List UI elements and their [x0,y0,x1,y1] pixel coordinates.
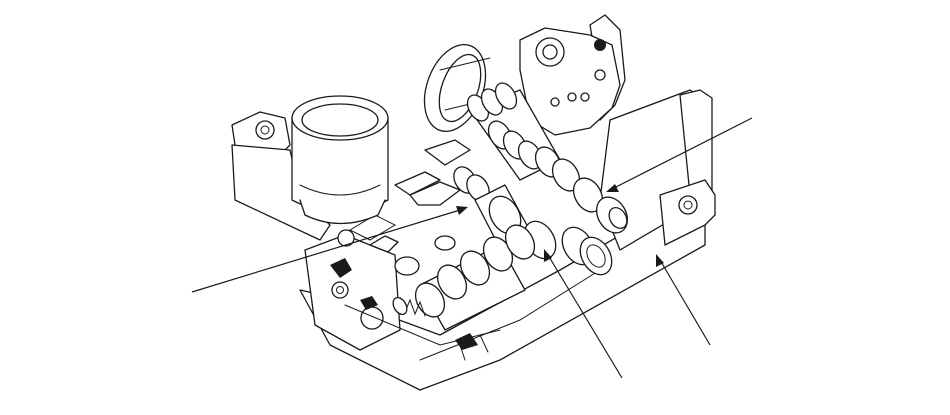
callout-upper-spring [613,117,753,189]
callout-body [659,259,711,346]
upper-spring-valve [466,82,629,234]
callout-left-valve [191,209,461,293]
left-spool-valve [392,224,536,331]
solenoid-cylinder [291,95,389,225]
valve-body-housing [231,14,716,391]
callout-leaders [191,117,753,379]
upper-cover-plate [519,27,621,136]
callout-center-spool [547,254,623,379]
